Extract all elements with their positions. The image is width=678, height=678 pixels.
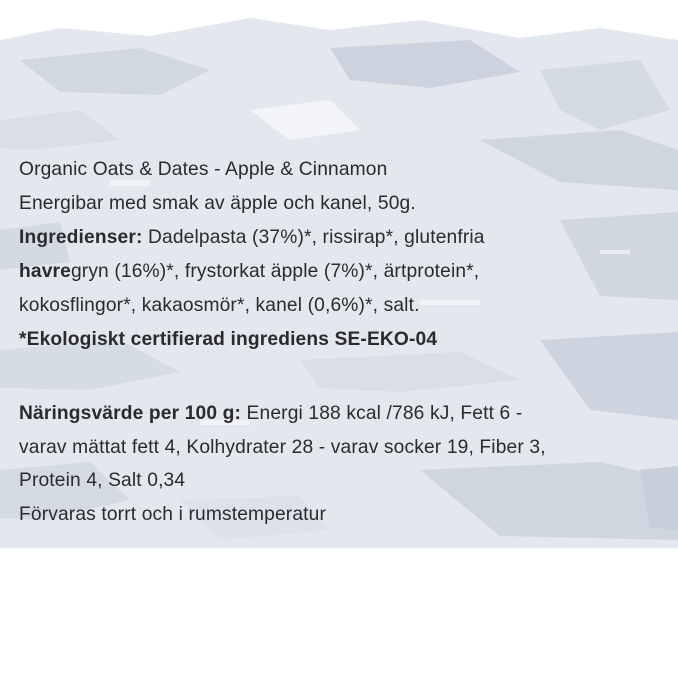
- ingredients-text: Dadelpasta (37%)*, rissirap*, glutenfria: [142, 227, 485, 248]
- ingredient-oats-bold: havre: [19, 261, 71, 282]
- ingredients-line-1: Ingredienser: Dadelpasta (37%)*, rissira…: [19, 226, 485, 250]
- nutrition-line-1: Näringsvärde per 100 g: Energi 188 kcal …: [19, 402, 522, 426]
- ingredients-text: gryn (16%)*, frystorkat äpple (7%)*, ärt…: [70, 261, 480, 282]
- nutrition-line-3: Protein 4, Salt 0,34: [19, 470, 186, 491]
- ingredients-line-3: kokosflingor*, kakaosmör*, kanel (0,6%)*…: [19, 295, 420, 316]
- ingredients-heading: Ingredienser:: [19, 227, 143, 248]
- organic-certification-note: *Ekologiskt certifierad ingrediens SE-EK…: [19, 329, 438, 350]
- nutrition-heading: Näringsvärde per 100 g:: [19, 403, 242, 424]
- product-description: Energibar med smak av äpple och kanel, 5…: [19, 193, 416, 214]
- storage-instruction: Förvaras torrt och i rumstemperatur: [19, 504, 327, 525]
- ingredients-line-2: havregryn (16%)*, frystorkat äpple (7%)*…: [19, 260, 479, 284]
- product-title: Organic Oats & Dates - Apple & Cinnamon: [19, 159, 388, 180]
- nutrition-text: Energi 188 kcal /786 kJ, Fett 6 -: [241, 403, 523, 424]
- nutrition-line-2: varav mättat fett 4, Kolhydrater 28 - va…: [19, 437, 546, 458]
